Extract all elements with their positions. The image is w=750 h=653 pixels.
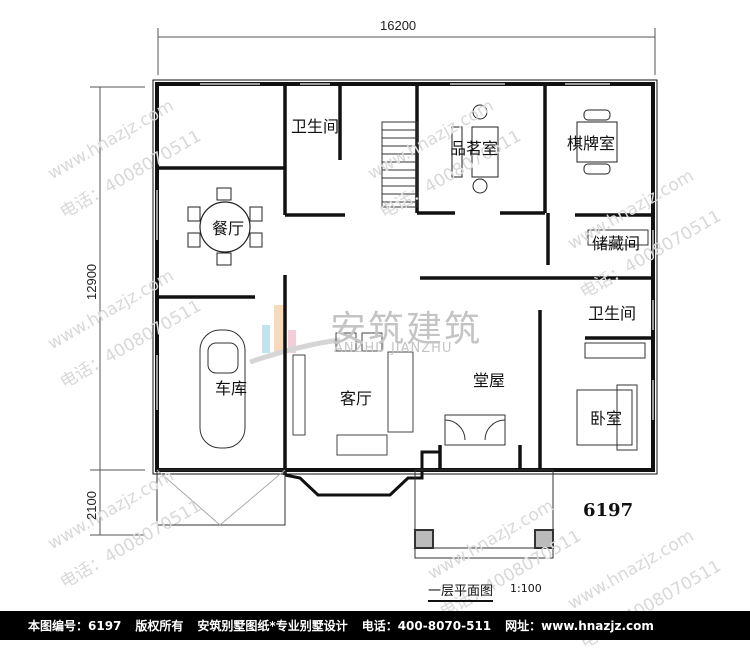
dimension-porch: 2100	[84, 491, 99, 520]
bay-window	[284, 450, 440, 497]
room-label-bathroom-1: 卫生间	[291, 117, 340, 136]
room-label-dining: 餐厅	[212, 219, 245, 238]
tea-table-icon	[451, 104, 499, 194]
plan-number: 6197	[583, 500, 634, 521]
interior-walls	[157, 84, 653, 475]
windows	[156, 83, 654, 420]
entry-door	[444, 414, 506, 446]
logo-chinese: 安筑建筑	[330, 309, 483, 350]
car-icon	[156, 329, 286, 526]
footer-drawing-no: 本图编号：6197	[28, 619, 122, 633]
porch	[414, 469, 554, 559]
logo-english: ANZHU JIANZHU	[334, 341, 453, 356]
footer-phone: 电话：400-8070-511	[361, 619, 492, 633]
room-label-bathroom-2: 卫生间	[588, 304, 637, 323]
footer-website: 网址：www.hnazjz.com	[505, 619, 654, 633]
room-label-garage: 车库	[215, 379, 248, 398]
footer-bar: 本图编号：6197 版权所有 安筑别墅图纸*专业别墅设计 电话：400-8070…	[0, 611, 750, 640]
dimension-depth: 12900	[84, 263, 99, 300]
staircase	[381, 121, 418, 208]
logo-icon	[249, 305, 341, 365]
footer-copyright: 版权所有	[135, 619, 184, 633]
dimension-width: 16200	[380, 18, 417, 33]
drawing-scale: 1:100	[510, 582, 542, 595]
sofa-set-icon	[292, 332, 414, 456]
room-label-storage: 储藏间	[592, 234, 641, 253]
room-label-hall: 堂屋	[473, 371, 506, 390]
dining-table-icon	[187, 187, 263, 266]
card-table-icon	[576, 109, 618, 175]
room-label-living: 客厅	[340, 389, 373, 408]
room-label-tea-room: 品茗室	[450, 139, 499, 158]
bed-icon	[576, 229, 649, 451]
footer-slogan: 安筑别墅图纸*专业别墅设计	[197, 619, 348, 633]
drawing-title: 一层平面图	[428, 580, 494, 602]
room-label-bedroom: 卧室	[590, 409, 623, 428]
room-label-chess-room: 棋牌室	[567, 134, 616, 153]
dimension-lines	[90, 28, 656, 536]
